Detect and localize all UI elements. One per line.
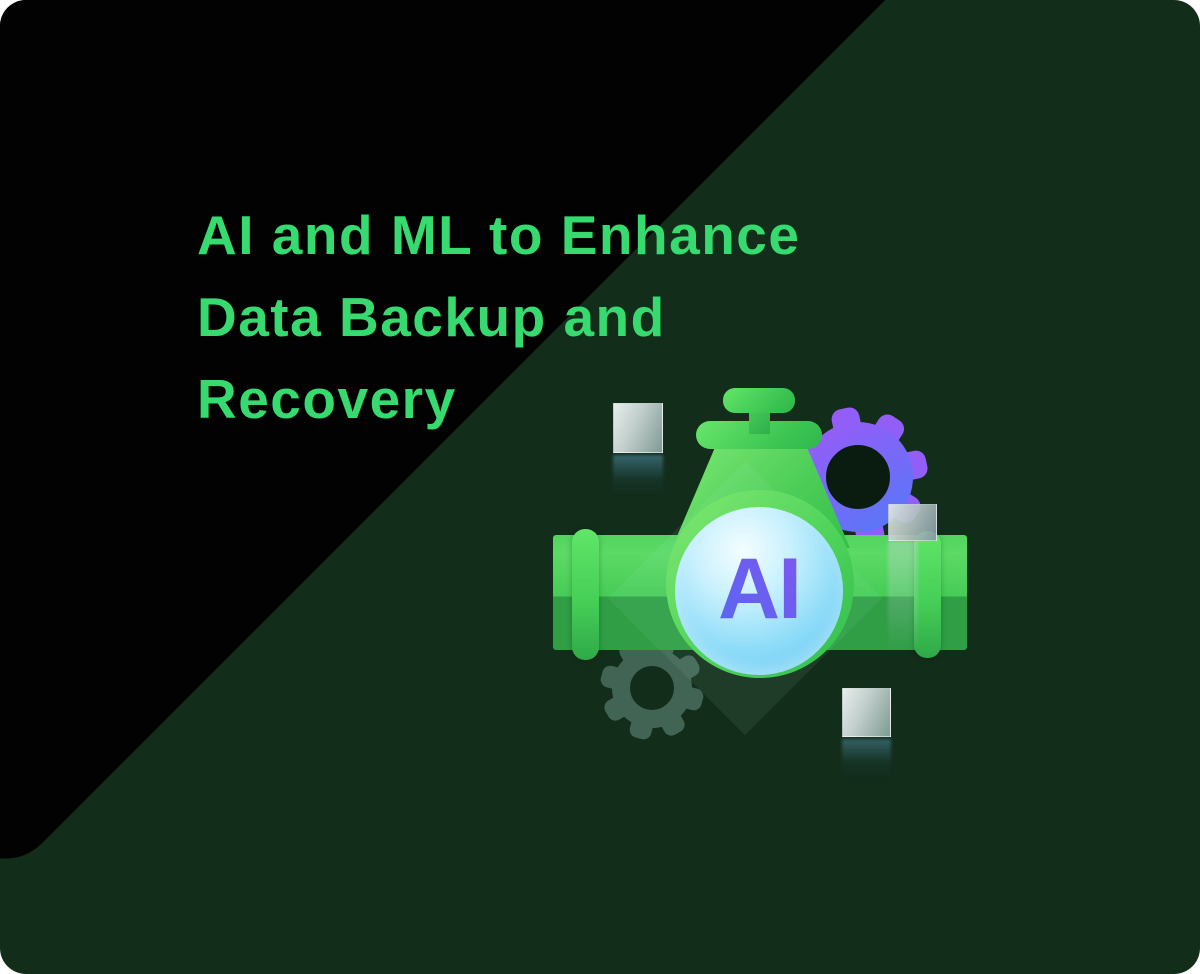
page-title: AI and ML to Enhance Data Backup and Rec…: [197, 194, 800, 440]
black-diagonal-panel: [0, 0, 1200, 881]
pipe-flange-left: [572, 529, 599, 660]
valve-handle: [723, 388, 795, 413]
ai-label: AI: [675, 507, 843, 675]
pipe-flange-right: [914, 531, 941, 658]
headline-line-1: AI and ML to Enhance: [197, 204, 801, 266]
headline-line-2: Data Backup and: [197, 286, 666, 348]
data-cube-icon: [888, 504, 937, 541]
cube-reflection: [842, 739, 891, 777]
valve-stem: [749, 406, 770, 434]
headline-line-3: Recovery: [197, 368, 457, 430]
ai-core-circle: [675, 507, 843, 675]
data-cube-icon: [842, 688, 891, 737]
gear-faint-icon: [600, 636, 704, 740]
cube-reflection: [888, 541, 918, 653]
cube-reflection: [613, 455, 663, 495]
data-cube-icon: [613, 403, 663, 453]
